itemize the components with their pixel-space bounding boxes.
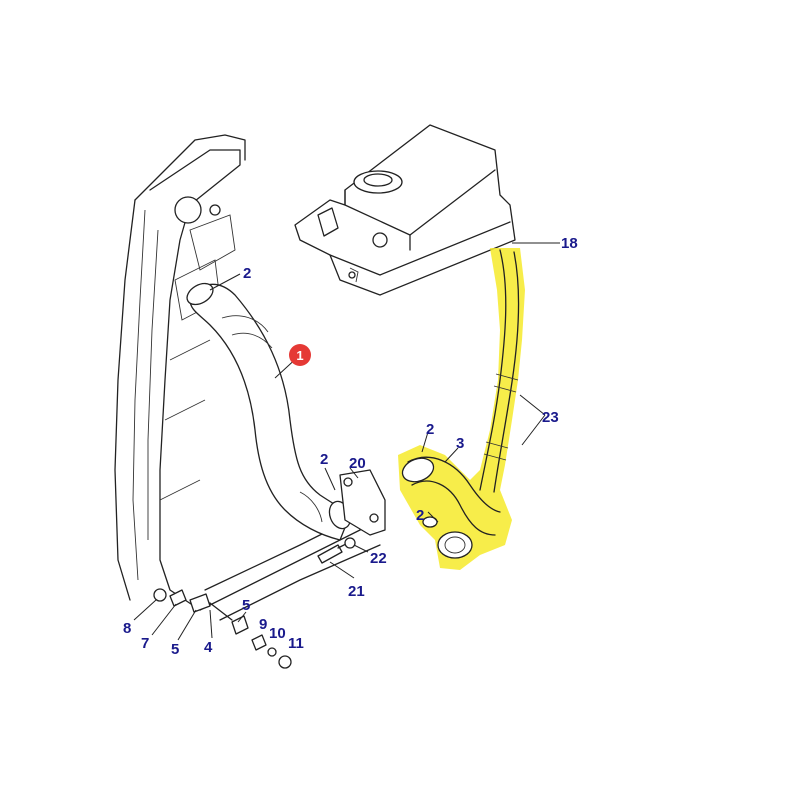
callouts: 2 2 20 22 21 18 23 2 3 2 8 7 5 4 5 9 10 … [123, 235, 578, 658]
callout-20: 20 [349, 455, 366, 472]
callout-7: 7 [141, 635, 149, 652]
callout-3: 3 [456, 435, 464, 452]
callout-21: 21 [348, 583, 365, 600]
outlet-flange [339, 469, 386, 536]
part-1-badge: 1 [289, 344, 311, 366]
callout-2-hose-top: 2 [426, 421, 434, 438]
expansion-tank [294, 124, 516, 296]
drain-fittings [153, 588, 292, 669]
callout-2-upper-clamp: 2 [243, 265, 251, 282]
callout-5-upper: 5 [242, 597, 250, 614]
callout-18: 18 [561, 235, 578, 252]
callout-10: 10 [269, 625, 286, 642]
callout-23: 23 [542, 409, 559, 426]
badge-circle [289, 344, 311, 366]
callout-4: 4 [204, 639, 213, 656]
callout-2-hose-bottom: 2 [416, 507, 424, 524]
callout-22: 22 [370, 550, 387, 567]
callout-2-lower-clamp: 2 [320, 451, 328, 468]
radiator-frame [114, 134, 381, 621]
highlighted-hose-assembly [398, 248, 525, 570]
callout-11: 11 [288, 635, 304, 652]
bolt-and-washer [317, 537, 356, 564]
callout-5-lower: 5 [171, 641, 179, 658]
callout-9: 9 [259, 616, 267, 633]
callout-8: 8 [123, 620, 131, 637]
badge-number: 1 [296, 348, 303, 363]
upper-radiator-hose [186, 282, 352, 541]
